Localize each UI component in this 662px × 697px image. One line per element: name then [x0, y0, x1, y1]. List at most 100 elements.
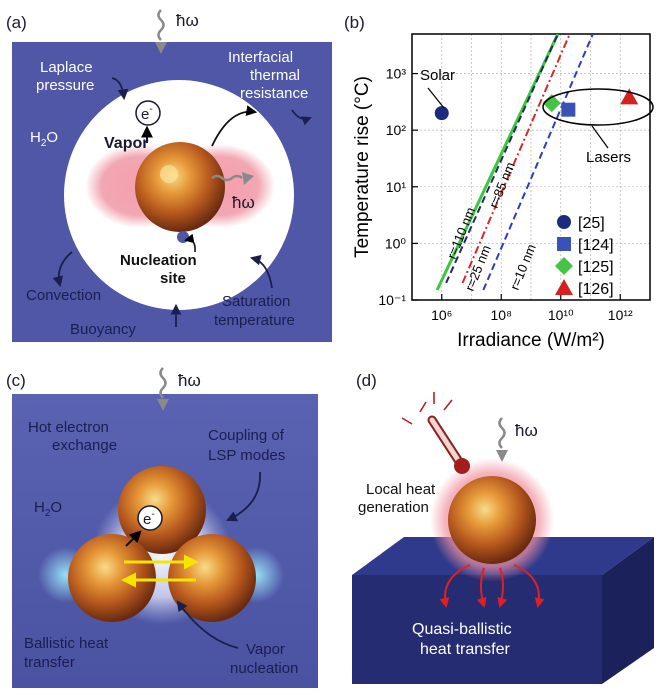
- electron-exchange-arrow: [125, 530, 142, 547]
- y-tick-label: 10⁰: [385, 235, 407, 251]
- emitted-photon-icon: [211, 172, 254, 185]
- photon-energy-label-c: ħω: [178, 371, 201, 390]
- water-label: H2O: [30, 129, 58, 149]
- saturation-line2: temperature: [214, 312, 295, 329]
- vapor-nucleation-line1: Vapor: [246, 641, 285, 658]
- trimer-particle-right: [168, 534, 256, 622]
- x-tick-label: 10⁶: [431, 307, 452, 323]
- line-label-r85: r=85 nm: [486, 160, 518, 210]
- photon-energy-label: ħω: [176, 11, 199, 30]
- ballistic-line1: Ballistic heat: [24, 635, 109, 652]
- x-tick-label: 10⁸: [491, 307, 513, 323]
- y-tick-label: 10⁻¹: [378, 292, 406, 308]
- heat-flow-arrow-4: [513, 564, 545, 608]
- laplace-line2: pressure: [36, 77, 94, 94]
- water-sub: 2: [41, 138, 47, 149]
- panel-b-letter: (b): [344, 13, 365, 32]
- saturation-line1: Saturation: [222, 293, 290, 310]
- line-label-r110: r=110 nm: [444, 205, 478, 261]
- electron-symbol-c: e-: [143, 509, 155, 528]
- line-label-r25: r=25 nm: [462, 243, 494, 293]
- y-tick-label: 10³: [386, 66, 407, 82]
- panel-a-letter: (a): [6, 13, 27, 32]
- water-o-c: O: [50, 499, 62, 516]
- legend-marker-126: [555, 279, 573, 295]
- water-label-c: H2O: [34, 499, 62, 519]
- lasers-pointer: [591, 125, 609, 149]
- legend-label-25: [25]: [578, 215, 605, 232]
- nucleation-line1: Nucleation: [120, 252, 197, 269]
- vapor-nucleation-line2: nucleation: [230, 660, 298, 677]
- x-tick-label: 10¹²: [608, 307, 633, 323]
- lasers-ellipse: [542, 88, 654, 126]
- legend-marker-25: [557, 215, 571, 229]
- heat-flow-arrow-2: [476, 567, 487, 608]
- ballistic-line2: transfer: [24, 654, 75, 671]
- nanoparticle-highlight: [160, 165, 178, 183]
- incoming-photon-icon: [155, 9, 167, 54]
- hot-electron-line1: Hot electron: [28, 419, 109, 436]
- incoming-photon-icon-c: [157, 367, 169, 411]
- saturation-arrow: [249, 254, 273, 289]
- legend-marker-124: [557, 237, 571, 251]
- nucleation-line2: site: [160, 270, 186, 287]
- solar-pointer: [427, 87, 445, 109]
- convection-arrow: [52, 251, 73, 288]
- water-h: H: [30, 129, 41, 146]
- nucleation-notch: [177, 231, 189, 243]
- hot-electron-line2: exchange: [52, 437, 117, 454]
- vapor-label: Vapor: [104, 135, 148, 152]
- data-point-124: [561, 102, 576, 117]
- water-o: O: [46, 129, 58, 146]
- panel-c-letter: (c): [6, 371, 26, 390]
- gold-nanoparticle-d: [448, 476, 536, 564]
- gold-nanoparticle: [135, 142, 225, 232]
- buoyancy-label: Buoyancy: [70, 321, 136, 338]
- solar-label: Solar: [420, 67, 455, 84]
- y-tick-label: 10²: [386, 122, 407, 138]
- substrate-side: [602, 537, 654, 684]
- incoming-photon-icon-d: [496, 417, 508, 462]
- interfacial-line1: Interfacial: [228, 49, 293, 66]
- legend-label-126: [126]: [578, 281, 614, 298]
- thermometer-icon: [401, 392, 470, 474]
- vapor-nucleation-arrow: [176, 600, 239, 649]
- lasers-label: Lasers: [586, 149, 631, 166]
- interfacial-outer-arrow: [291, 109, 312, 126]
- electron-letter-c: e: [143, 511, 151, 528]
- water-h-c: H: [34, 499, 45, 516]
- legend-label-124: [124]: [578, 237, 614, 254]
- emitted-photon-label: ħω: [232, 193, 255, 212]
- panel-d-letter: (d): [356, 371, 377, 390]
- panel-a: (a) ħω e- Vapor H2O Laplace pressure: [6, 9, 332, 342]
- electron-icon-c: [137, 505, 163, 531]
- local-heat-line1: Local heat: [366, 481, 436, 498]
- plot-frame: [411, 33, 651, 301]
- electron-symbol: e-: [141, 104, 153, 123]
- electron-letter: e: [141, 106, 149, 123]
- data-point-126: [620, 88, 639, 105]
- heat-flow-arrow-1: [439, 564, 471, 608]
- electron-charge-c: -: [151, 509, 154, 520]
- interfacial-line2: thermal: [250, 67, 300, 84]
- y-axis-label: Temperature rise (°C): [352, 76, 373, 258]
- legend-label-125: [125]: [578, 259, 614, 276]
- nucleation-arrow: [184, 233, 196, 253]
- data-point-25: [434, 106, 449, 121]
- line-r-10-nm: [482, 34, 594, 291]
- quasi-line1: Quasi-ballistic: [412, 621, 512, 638]
- laplace-line1: Laplace: [40, 59, 93, 76]
- convection-label: Convection: [26, 287, 101, 304]
- heat-flow-arrow-3: [497, 567, 508, 608]
- coupling-line1: Coupling of: [208, 427, 285, 444]
- coupling-arrow: [226, 471, 261, 522]
- line-label-r10: r=10 nm: [507, 242, 539, 292]
- interfacial-arrow: [211, 105, 258, 147]
- y-tick-label: 10¹: [386, 179, 407, 195]
- x-axis-label: Irradiance (W/m²): [457, 330, 605, 351]
- electron-charge: -: [149, 104, 152, 115]
- theory-lines: [435, 34, 594, 291]
